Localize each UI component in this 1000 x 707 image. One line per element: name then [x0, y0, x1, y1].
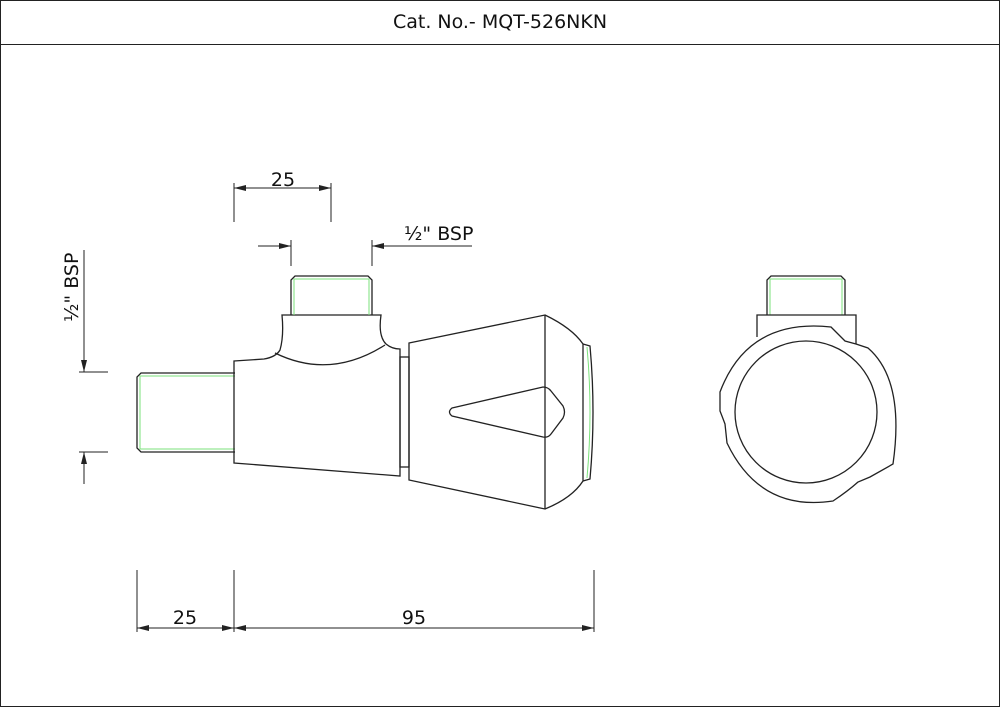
front-inner-circle: [734, 340, 878, 484]
dimension-top-width: 25: [233, 169, 332, 222]
front-outlet-thread: [769, 278, 843, 315]
inlet-thread: [139, 375, 235, 450]
front-view: [719, 275, 897, 504]
body-saddle-curve: [274, 344, 386, 366]
dim-top-thread-label: ½" BSP: [404, 223, 473, 245]
front-outlet-pipe: [766, 275, 846, 315]
front-handle-outline: [719, 325, 897, 504]
dimension-left-thread: ½" BSP: [61, 250, 108, 484]
outlet-pipe: [290, 275, 373, 315]
handle-cap: [582, 343, 594, 482]
dim-left-thread-label: ½" BSP: [61, 253, 83, 322]
outlet-thread: [293, 278, 370, 315]
handle-cap-thread: [586, 346, 591, 479]
inlet-pipe: [136, 372, 235, 453]
handle: [408, 314, 584, 510]
catalog-number: Cat. No.- MQT-526NKN: [392, 11, 608, 33]
dim-bottom-right-label: 95: [402, 607, 426, 629]
spindle-ring: [399, 356, 410, 468]
title-block: Cat. No.- MQT-526NKN: [0, 0, 1000, 45]
front-neck: [756, 314, 857, 344]
dim-bottom-left-label: 25: [173, 607, 197, 629]
handle-indicator-notch: [448, 386, 566, 438]
valve-body: [233, 314, 401, 477]
side-view: [136, 275, 594, 510]
dimension-top-thread: ½" BSP: [258, 223, 473, 266]
dim-top-width-label: 25: [271, 169, 295, 191]
dimension-bottom: 25 95: [136, 570, 595, 632]
